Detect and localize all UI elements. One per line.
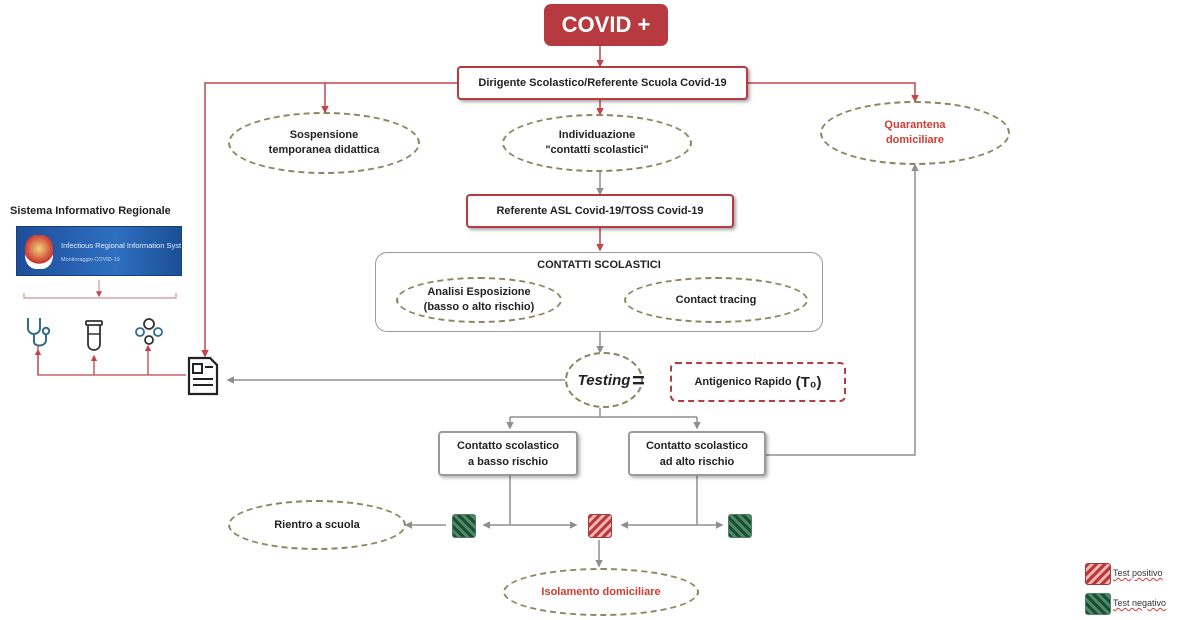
isolamento-label: Isolamento domiciliare — [541, 585, 661, 598]
contatti-scolastici-group: CONTATTI SCOLASTICI Analisi Esposizione … — [375, 252, 823, 332]
quarantena-line2: domiciliare — [885, 134, 945, 146]
basso-rischio-node: Contatto scolastico a basso rischio — [438, 431, 578, 476]
emblem-icon — [25, 235, 53, 269]
test-positive-icon — [588, 514, 612, 538]
analisi-esposizione-ellipse: Analisi Esposizione (basso o alto rischi… — [396, 277, 562, 323]
analisi-line1: Analisi Esposizione — [427, 286, 531, 298]
basso-line2: a basso rischio — [467, 455, 549, 468]
dirigente-label: Dirigente Scolastico/Referente Scuola Co… — [478, 77, 727, 89]
antigenico-label: Antigenico Rapido — [694, 376, 792, 388]
legend-negative-label: Test negativo — [1113, 598, 1167, 608]
contact-tracing-label: Contact tracing — [675, 293, 757, 306]
testing-label: Testing — [577, 371, 631, 389]
banner-subtext: Monitoraggio COVID-19 — [61, 257, 120, 263]
quarantena-ellipse: Quarantena domiciliare — [820, 101, 1010, 165]
referente-asl-node: Referente ASL Covid-19/TOSS Covid-19 — [466, 194, 734, 228]
alto-rischio-node: Contatto scolastico ad alto rischio — [628, 431, 766, 476]
test-tube-icon — [85, 320, 103, 351]
microscope-icon — [135, 318, 163, 345]
dirigente-node: Dirigente Scolastico/Referente Scuola Co… — [457, 66, 748, 100]
referente-asl-label: Referente ASL Covid-19/TOSS Covid-19 — [496, 205, 704, 217]
test-negative-icon — [452, 514, 476, 538]
contact-tracing-ellipse: Contact tracing — [624, 277, 808, 323]
quarantena-line1: Quarantena — [884, 119, 946, 131]
sistema-banner: Infectious Regional Information System M… — [16, 226, 182, 276]
rientro-label: Rientro a scuola — [274, 518, 360, 531]
document-icon — [187, 356, 219, 396]
antigenico-rapido-node: Antigenico Rapido (T₀) — [670, 362, 846, 402]
contatti-scolastici-title: CONTATTI SCOLASTICI — [537, 259, 661, 271]
sospensione-line1: Sospensione — [289, 129, 359, 141]
sistema-title: Sistema Informativo Regionale — [10, 205, 171, 217]
individuazione-ellipse: Individuazione "contatti scolastici" — [502, 114, 692, 172]
t0-label: (T₀) — [795, 373, 822, 391]
analisi-line2: (basso o alto rischio) — [423, 301, 535, 313]
basso-line1: Contatto scolastico — [456, 439, 560, 452]
alto-line2: ad alto rischio — [659, 455, 735, 468]
covid-positive-node: COVID + — [544, 4, 668, 46]
rientro-ellipse: Rientro a scuola — [228, 500, 406, 550]
individuazione-line1: Individuazione — [558, 129, 636, 141]
legend-negative-icon — [1085, 593, 1111, 615]
individuazione-line2: "contatti scolastici" — [545, 144, 649, 156]
test-negative-icon — [728, 514, 752, 538]
legend-positive-icon — [1085, 563, 1111, 585]
alto-line1: Contatto scolastico — [645, 439, 749, 452]
stethoscope-icon — [27, 318, 51, 347]
sospensione-ellipse: Sospensione temporanea didattica — [228, 112, 420, 174]
banner-text: Infectious Regional Information System — [61, 241, 182, 250]
legend-positive-label: Test positivo — [1113, 568, 1163, 578]
isolamento-ellipse: Isolamento domiciliare — [503, 568, 699, 616]
sospensione-line2: temporanea didattica — [268, 144, 380, 156]
testing-ellipse: Testing — [565, 352, 643, 408]
equals-sign: = — [632, 368, 645, 393]
